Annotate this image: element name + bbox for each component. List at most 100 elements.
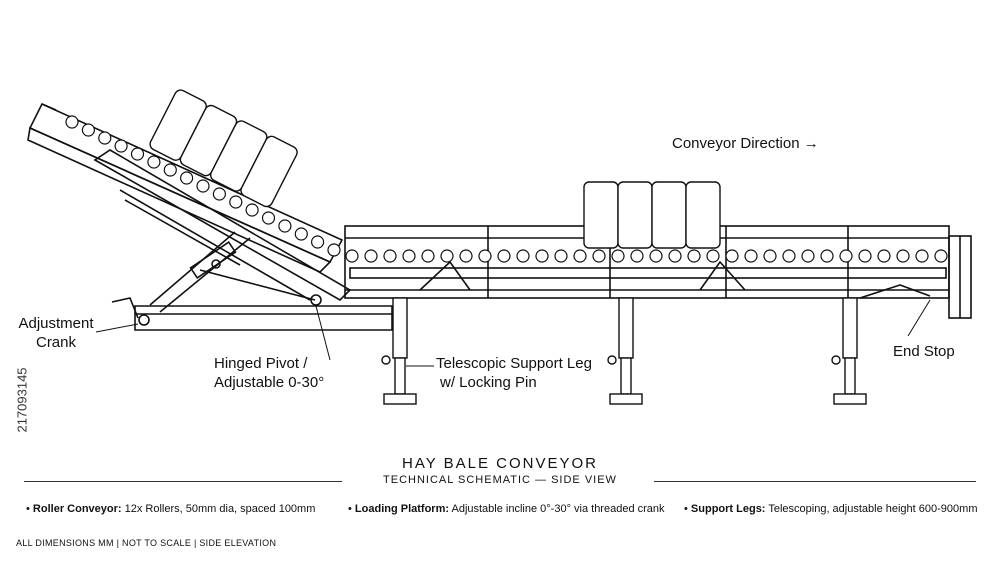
leg-outer-tube-0: [392, 297, 408, 359]
title-rule-right: [654, 481, 976, 482]
leg-inner-tube-1: [620, 357, 632, 395]
label-telescopic-leg: Telescopic Support Leg w/ Locking Pin: [436, 354, 592, 392]
frame-brace-2: [699, 260, 746, 291]
end-brace: [859, 284, 931, 299]
label-conveyor-direction: Conveyor Direction →: [672, 135, 819, 152]
conveyor-roller: [820, 249, 834, 263]
conveyor-roller: [858, 249, 872, 263]
frame-brace-1: [419, 260, 471, 291]
incline-roller: [130, 147, 145, 161]
leg-foot-pad-0: [383, 393, 417, 405]
roller-set: [65, 115, 948, 263]
leg-outer-tube-2: [842, 297, 858, 359]
conveyor-hay-bale: [617, 181, 653, 249]
stock-id-text: 217093145: [14, 367, 30, 433]
conveyor-roller: [440, 249, 454, 263]
conveyor-roller: [839, 249, 853, 263]
leg-inner-tube-0: [394, 357, 406, 395]
incline-roller: [163, 163, 177, 177]
leg-locking-pin-1: [607, 355, 617, 365]
label-hinged-pivot-line2: Adjustable 0-30°: [214, 374, 325, 391]
label-adjustment-crank-line2: Crank: [35, 334, 76, 351]
leg-foot-pad-2: [833, 393, 867, 405]
conveyor-roller: [668, 249, 682, 263]
label-telescopic-leg-line2: w/ Locking Pin: [440, 374, 537, 391]
conveyor-hay-bale: [651, 181, 687, 249]
conveyor-roller: [687, 249, 701, 263]
incline-roller: [147, 155, 161, 169]
scissor-pivot: [211, 259, 221, 269]
stock-id-watermark: 217093145: [12, 300, 32, 500]
spec-support-legs-text: Telescoping, adjustable height 600-900mm: [768, 503, 978, 515]
leader-end-stop: [907, 299, 931, 337]
conveyor-roller: [877, 249, 891, 263]
spec-loading-platform: • Loading Platform: Adjustable incline 0…: [348, 503, 665, 515]
leg-foot-pad-1: [609, 393, 643, 405]
leg-outer-tube-1: [618, 297, 634, 359]
incline-roller: [278, 219, 292, 233]
leg-locking-pin-2: [831, 355, 841, 365]
conveyor-side-channel: [349, 267, 947, 279]
label-end-stop: End Stop: [893, 343, 955, 360]
leg-locking-pin-0: [381, 355, 391, 365]
conveyor-roller: [744, 249, 758, 263]
incline-bale-group: [149, 89, 298, 208]
incline-roller: [229, 195, 243, 209]
incline-roller: [98, 131, 112, 145]
leader-lines: [95, 299, 931, 367]
conveyor-hay-bale: [583, 181, 619, 249]
leader-crank: [95, 323, 139, 333]
conveyor-roller: [706, 249, 720, 263]
incline-roller: [311, 235, 325, 249]
spec-loading-platform-text: Adjustable incline 0°-30° via threaded c…: [451, 503, 665, 515]
label-hinged-pivot-line1: Hinged Pivot /: [214, 355, 308, 372]
scissor-arm-a: [149, 231, 236, 306]
incline-strut-a: [119, 189, 311, 301]
incline-roller: [65, 115, 79, 129]
conveyor-roller: [383, 249, 397, 263]
scissor-arm-c: [199, 269, 316, 301]
spec-support-legs-name: Support Legs:: [690, 503, 766, 515]
hinge-pivot: [310, 294, 322, 306]
spec-loading-platform-name: Loading Platform:: [354, 503, 450, 515]
conveyor-roller: [402, 249, 416, 263]
conveyor-roller: [934, 249, 948, 263]
label-adjustment-crank-line1: Adjustment: [18, 315, 94, 332]
title-rule-left: [24, 481, 342, 482]
label-adjustment-crank: Adjustment Crank: [10, 314, 102, 352]
conveyor-roller: [782, 249, 796, 263]
label-hinged-pivot: Hinged Pivot / Adjustable 0-30°: [214, 354, 324, 392]
spec-roller-conveyor-text: 12x Rollers, 50mm dia, spaced 100mm: [124, 503, 316, 515]
conveyor-roller: [801, 249, 815, 263]
incline-roller: [294, 227, 308, 241]
incline-roller: [245, 203, 259, 217]
conveyor-roller: [421, 249, 435, 263]
incline-roller: [180, 171, 194, 185]
footer-note: ALL DIMENSIONS MM | NOT TO SCALE | SIDE …: [16, 538, 277, 548]
conveyor-roller: [763, 249, 777, 263]
conveyor-roller: [459, 249, 473, 263]
diagram-subtitle: TECHNICAL SCHEMATIC — SIDE VIEW: [383, 474, 617, 486]
conveyor-roller: [592, 249, 606, 263]
crank-handle: [111, 297, 139, 319]
incline-roller: [196, 179, 210, 193]
spec-roller-conveyor: • Roller Conveyor: 12x Rollers, 50mm dia…: [26, 503, 316, 515]
conveyor-roller: [725, 249, 739, 263]
conveyor-roller: [516, 249, 530, 263]
conveyor-roller: [478, 249, 492, 263]
label-telescopic-leg-line1: Telescopic Support Leg: [436, 355, 592, 372]
hay-bales: [149, 89, 721, 249]
conveyor-roller: [630, 249, 644, 263]
support-legs: [381, 297, 867, 405]
scissor-arm-b: [159, 237, 251, 313]
incline-roller: [327, 243, 341, 257]
conveyor-roller: [535, 249, 549, 263]
crank-pivot: [138, 314, 150, 326]
incline-roller: [114, 139, 128, 153]
conveyor-roller: [364, 249, 378, 263]
incline-roller: [81, 123, 96, 137]
leader-pivot: [315, 305, 331, 361]
incline-roller: [261, 211, 276, 225]
conveyor-roller: [915, 249, 929, 263]
